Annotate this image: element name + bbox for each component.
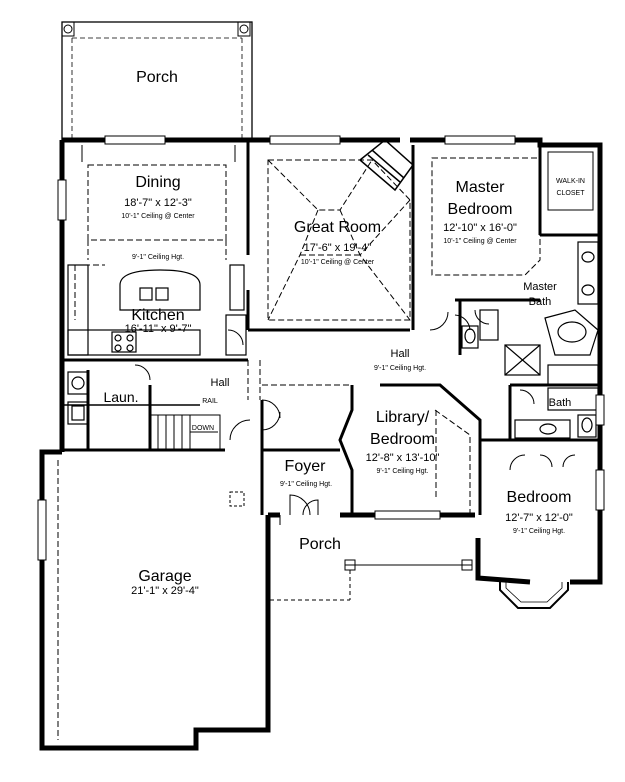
laundry-fixtures — [67, 371, 89, 425]
great-room-label: Great Room — [293, 219, 382, 236]
windows — [37, 135, 605, 561]
master-bedroom-label-line1: Master — [455, 179, 505, 196]
master-bedroom-dims: 12'-10" x 16'-0" — [443, 222, 517, 234]
stairs-down-label: DOWN — [191, 425, 215, 432]
kitchen-dims: 16'-11" x 9'-7" — [124, 323, 192, 335]
master-bedroom-ceiling: 10'-1" Ceiling @ Center — [443, 238, 517, 245]
kitchen-label: Kitchen — [131, 307, 185, 324]
bedroom-ceiling: 9'-1" Ceiling Hgt. — [512, 528, 566, 535]
hall-center-label: Hall — [390, 348, 410, 360]
library-label-line1: Library/ — [375, 409, 430, 426]
bedroom-bay-window — [499, 582, 569, 609]
master-bath-fixtures — [461, 241, 599, 386]
great-room-corner — [358, 139, 415, 192]
library-ceiling: 9'-1" Ceiling Hgt. — [376, 468, 429, 475]
bath-label: Bath — [548, 397, 572, 409]
hall-center-ceiling: 9'-1" Ceiling Hgt. — [373, 365, 427, 372]
foyer-ceiling: 9'-1" Ceiling Hgt. — [279, 481, 333, 488]
library-label-line2: Bedroom — [370, 431, 435, 448]
walk-in-closet-outline — [547, 151, 594, 211]
kitchen-ceiling: 9'-1" Ceiling Hgt. — [131, 254, 185, 261]
laundry-label: Laun. — [103, 389, 139, 405]
dining-dims: 18'-7" x 12'-3" — [124, 197, 192, 209]
stairs — [149, 404, 221, 451]
dining-ceiling: 10'-1" Ceiling @ Center — [121, 213, 195, 220]
great-room-dims: 17'-6" x 19'-4" — [303, 242, 372, 254]
master-bath-label-line2: Bath — [528, 296, 552, 308]
dining-label: Dining — [135, 174, 181, 191]
garage-label: Garage — [138, 568, 192, 585]
interior-walls — [62, 140, 600, 515]
bath-fixtures — [514, 387, 599, 439]
walk-in-closet-line2: CLOSET — [556, 190, 585, 197]
master-bedroom-label-line2: Bedroom — [447, 201, 513, 218]
master-bath-label-line1: Master — [523, 281, 557, 293]
ceiling-outlines — [74, 145, 541, 515]
garage-details — [57, 460, 245, 740]
library-dims: 12'-8" x 13'-10" — [365, 452, 440, 464]
foyer-label: Foyer — [284, 458, 326, 475]
bedroom-label: Bedroom — [506, 489, 572, 506]
kitchen-counters — [67, 264, 247, 356]
front-porch — [270, 515, 473, 601]
walk-in-closet-line1: WALK-IN — [556, 178, 585, 185]
hall-left-label: Hall — [210, 377, 230, 389]
great-room-ceiling: 10'-1" Ceiling @ Center — [300, 259, 375, 266]
garage-dims: 21'-1" x 29'-4" — [131, 585, 199, 597]
door-swings — [134, 309, 576, 516]
porch-front-label: Porch — [299, 536, 341, 553]
stairs-rail-label: RAIL — [202, 398, 218, 405]
porch-top-label: Porch — [136, 69, 178, 86]
bedroom-dims: 12'-7" x 12'-0" — [505, 512, 573, 524]
